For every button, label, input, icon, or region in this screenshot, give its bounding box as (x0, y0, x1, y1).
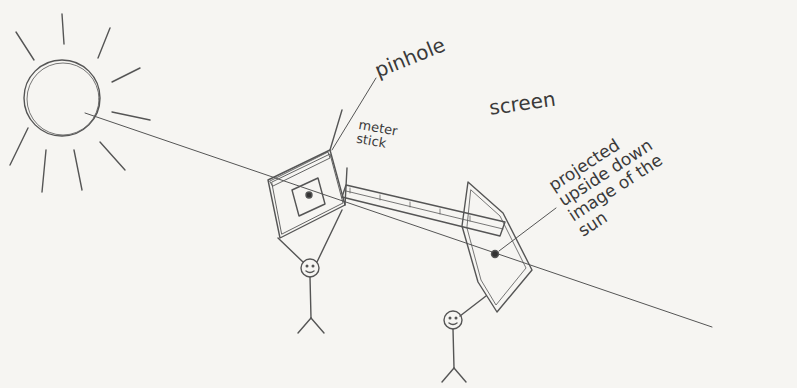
pinhole-board (268, 110, 347, 238)
stick-figure (442, 296, 486, 382)
screen (462, 182, 532, 312)
screen-label: screen (488, 89, 557, 119)
meter-stick-label: meter stick (355, 118, 407, 153)
stick-figure (278, 210, 342, 333)
pinhole-label: pinhole (372, 34, 448, 81)
leader-line (499, 208, 556, 251)
sun (10, 14, 150, 192)
image-label: projected upside down image of the sun (546, 109, 694, 240)
